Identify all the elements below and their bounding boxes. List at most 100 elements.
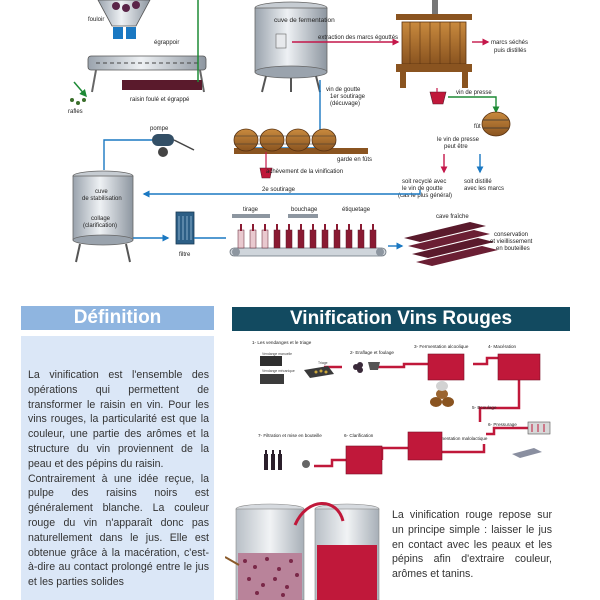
label-distille-2: avec les marcs <box>464 186 504 192</box>
step6b-label: 5- Fermentation malolactique <box>428 436 488 441</box>
label-fouloir: fouloir <box>88 17 104 23</box>
label-recycle-3: (cas le plus général) <box>398 193 452 199</box>
press-wine-barrel <box>481 111 511 137</box>
step2-label: 2- Eraflage et foulage <box>350 350 394 355</box>
label-distille-1: soit distillé <box>464 179 492 185</box>
bottle <box>357 229 365 249</box>
label-etiquetage: étiquetage <box>342 207 371 213</box>
transfer-arc <box>293 502 345 526</box>
bottle <box>309 229 317 249</box>
ecoulage-barrels-icon <box>430 381 454 407</box>
vinification-title: Vinification Vins Rouges <box>232 307 570 331</box>
fermentation-tank-icon <box>427 353 465 381</box>
label-cuve-stab-2: de stabilisation <box>82 196 122 202</box>
harvester-icon <box>260 374 284 384</box>
label-cuve-stab-1: cuve <box>95 189 108 195</box>
bottle-neck <box>300 224 302 231</box>
bottle <box>333 229 341 249</box>
step1-label: 1- Les vendanges et le triage <box>252 340 312 345</box>
clarification-tank-icon <box>345 445 383 475</box>
label-recycle-2: le vin de goutte <box>402 186 443 192</box>
bottle-neck <box>348 224 350 231</box>
winemaking-process-diagram: fouloir égrappoir rafles raisin foulé et… <box>68 0 533 266</box>
label-collage-2: (clarification) <box>83 223 117 229</box>
label-conservation-2: et vieillissement <box>490 239 533 245</box>
filter-icon <box>302 460 310 468</box>
label-vin-goutte-2: 1er soutirage <box>330 94 366 100</box>
bottle-neck <box>312 224 314 231</box>
red-wine-steps-diagram: 1- Les vendanges et le triage Vendange m… <box>252 340 551 475</box>
bottle <box>285 229 293 249</box>
aging-barrels <box>233 128 368 154</box>
cellar-bottle-stack <box>404 222 498 266</box>
bottle-neck <box>288 224 290 231</box>
label-egrappoir: égrappoir <box>154 40 179 46</box>
bottle-neck <box>252 224 254 231</box>
triage-table-icon <box>304 366 334 378</box>
maceration-tank-icon <box>497 353 541 381</box>
collect-bucket <box>259 167 273 179</box>
label-rafles: rafles <box>68 109 83 115</box>
step5-label: 5- Ecoulage <box>472 405 497 410</box>
wine-press <box>396 0 472 88</box>
step6-label: 6- Pressurage <box>488 422 517 427</box>
label-marcs-2: puis distillés <box>494 48 526 54</box>
vin-presse-flow <box>448 96 500 114</box>
definition-text: La vinification est l'ensemble des opéra… <box>28 368 209 590</box>
maceration-vats-illustration <box>225 502 380 600</box>
label-raisin: raisin foulé et égrappé <box>130 97 190 103</box>
bottle-neck <box>324 224 326 231</box>
label-vin-presse: vin de presse <box>456 90 492 96</box>
pump-inlet-pipe <box>103 139 152 170</box>
bottle <box>237 229 245 249</box>
label-le-vin-presse-2: peut être <box>444 144 468 150</box>
press-wine-bucket <box>429 91 447 105</box>
stabilisation-tank <box>72 170 134 263</box>
label-vin-goutte-1: vin de goutte <box>326 87 361 93</box>
bottle <box>249 229 257 249</box>
bottle <box>273 229 281 249</box>
bottle-neck <box>240 224 242 231</box>
label-collage-1: collage <box>91 216 111 222</box>
label-conservation-3: en bouteilles <box>496 246 530 252</box>
vinification-description: La vinification rouge repose sur un prin… <box>392 509 552 581</box>
definition-paragraph-1: La vinification est l'ensemble des opéra… <box>28 369 209 470</box>
label-cuve-fermentation-1: cuve de fermentation <box>274 17 335 24</box>
malolactic-tank-icon <box>407 431 443 461</box>
bottle-neck <box>372 224 374 231</box>
label-recycle-1: soit recyclé avec <box>402 179 446 185</box>
vendange-mecanique-label: Vendange mécanique <box>262 369 295 373</box>
egrappoir-icon <box>368 362 380 370</box>
step7-label: 6- Clarification <box>344 433 374 438</box>
definition-title: Définition <box>21 306 214 330</box>
label-le-vin-presse-1: le vin de presse <box>437 137 480 143</box>
harvest-crate-icon <box>260 356 282 366</box>
label-tirage: tirage <box>243 207 259 213</box>
pump <box>152 134 195 157</box>
label-soutirage2: 2e soutirage <box>262 187 296 193</box>
bottle <box>345 229 353 249</box>
step4-label: 4- Macération <box>488 344 517 349</box>
fermentation-tank <box>254 1 328 93</box>
definition-box <box>21 336 214 600</box>
label-cave: cave fraîche <box>436 214 469 220</box>
label-conservation-1: conservation <box>494 232 528 238</box>
vendange-manuelle-label: Vendange manuelle <box>262 352 292 356</box>
bottle-neck <box>264 224 266 231</box>
filter <box>175 211 195 245</box>
bottle <box>369 229 377 249</box>
step8-label: 7- Filtration et mise en bouteille <box>258 433 322 438</box>
bottle <box>261 229 269 249</box>
bottle-neck <box>276 224 278 231</box>
press-icon <box>527 421 551 435</box>
bottle-neck <box>360 224 362 231</box>
label-achevement: achèvement de la vinification <box>266 169 343 175</box>
bottling-line <box>229 214 387 257</box>
fouloir-egrappoir-machine <box>70 0 207 105</box>
label-vin-goutte-3: (décuvage) <box>330 101 360 107</box>
label-pompe: pompe <box>150 126 169 132</box>
label-garde: garde en fûts <box>337 157 372 163</box>
label-filtre: filtre <box>179 252 191 258</box>
red-wine-right <box>317 545 377 600</box>
definition-paragraph-2: Contrairement à une idée reçue, la pulpe… <box>28 472 209 589</box>
